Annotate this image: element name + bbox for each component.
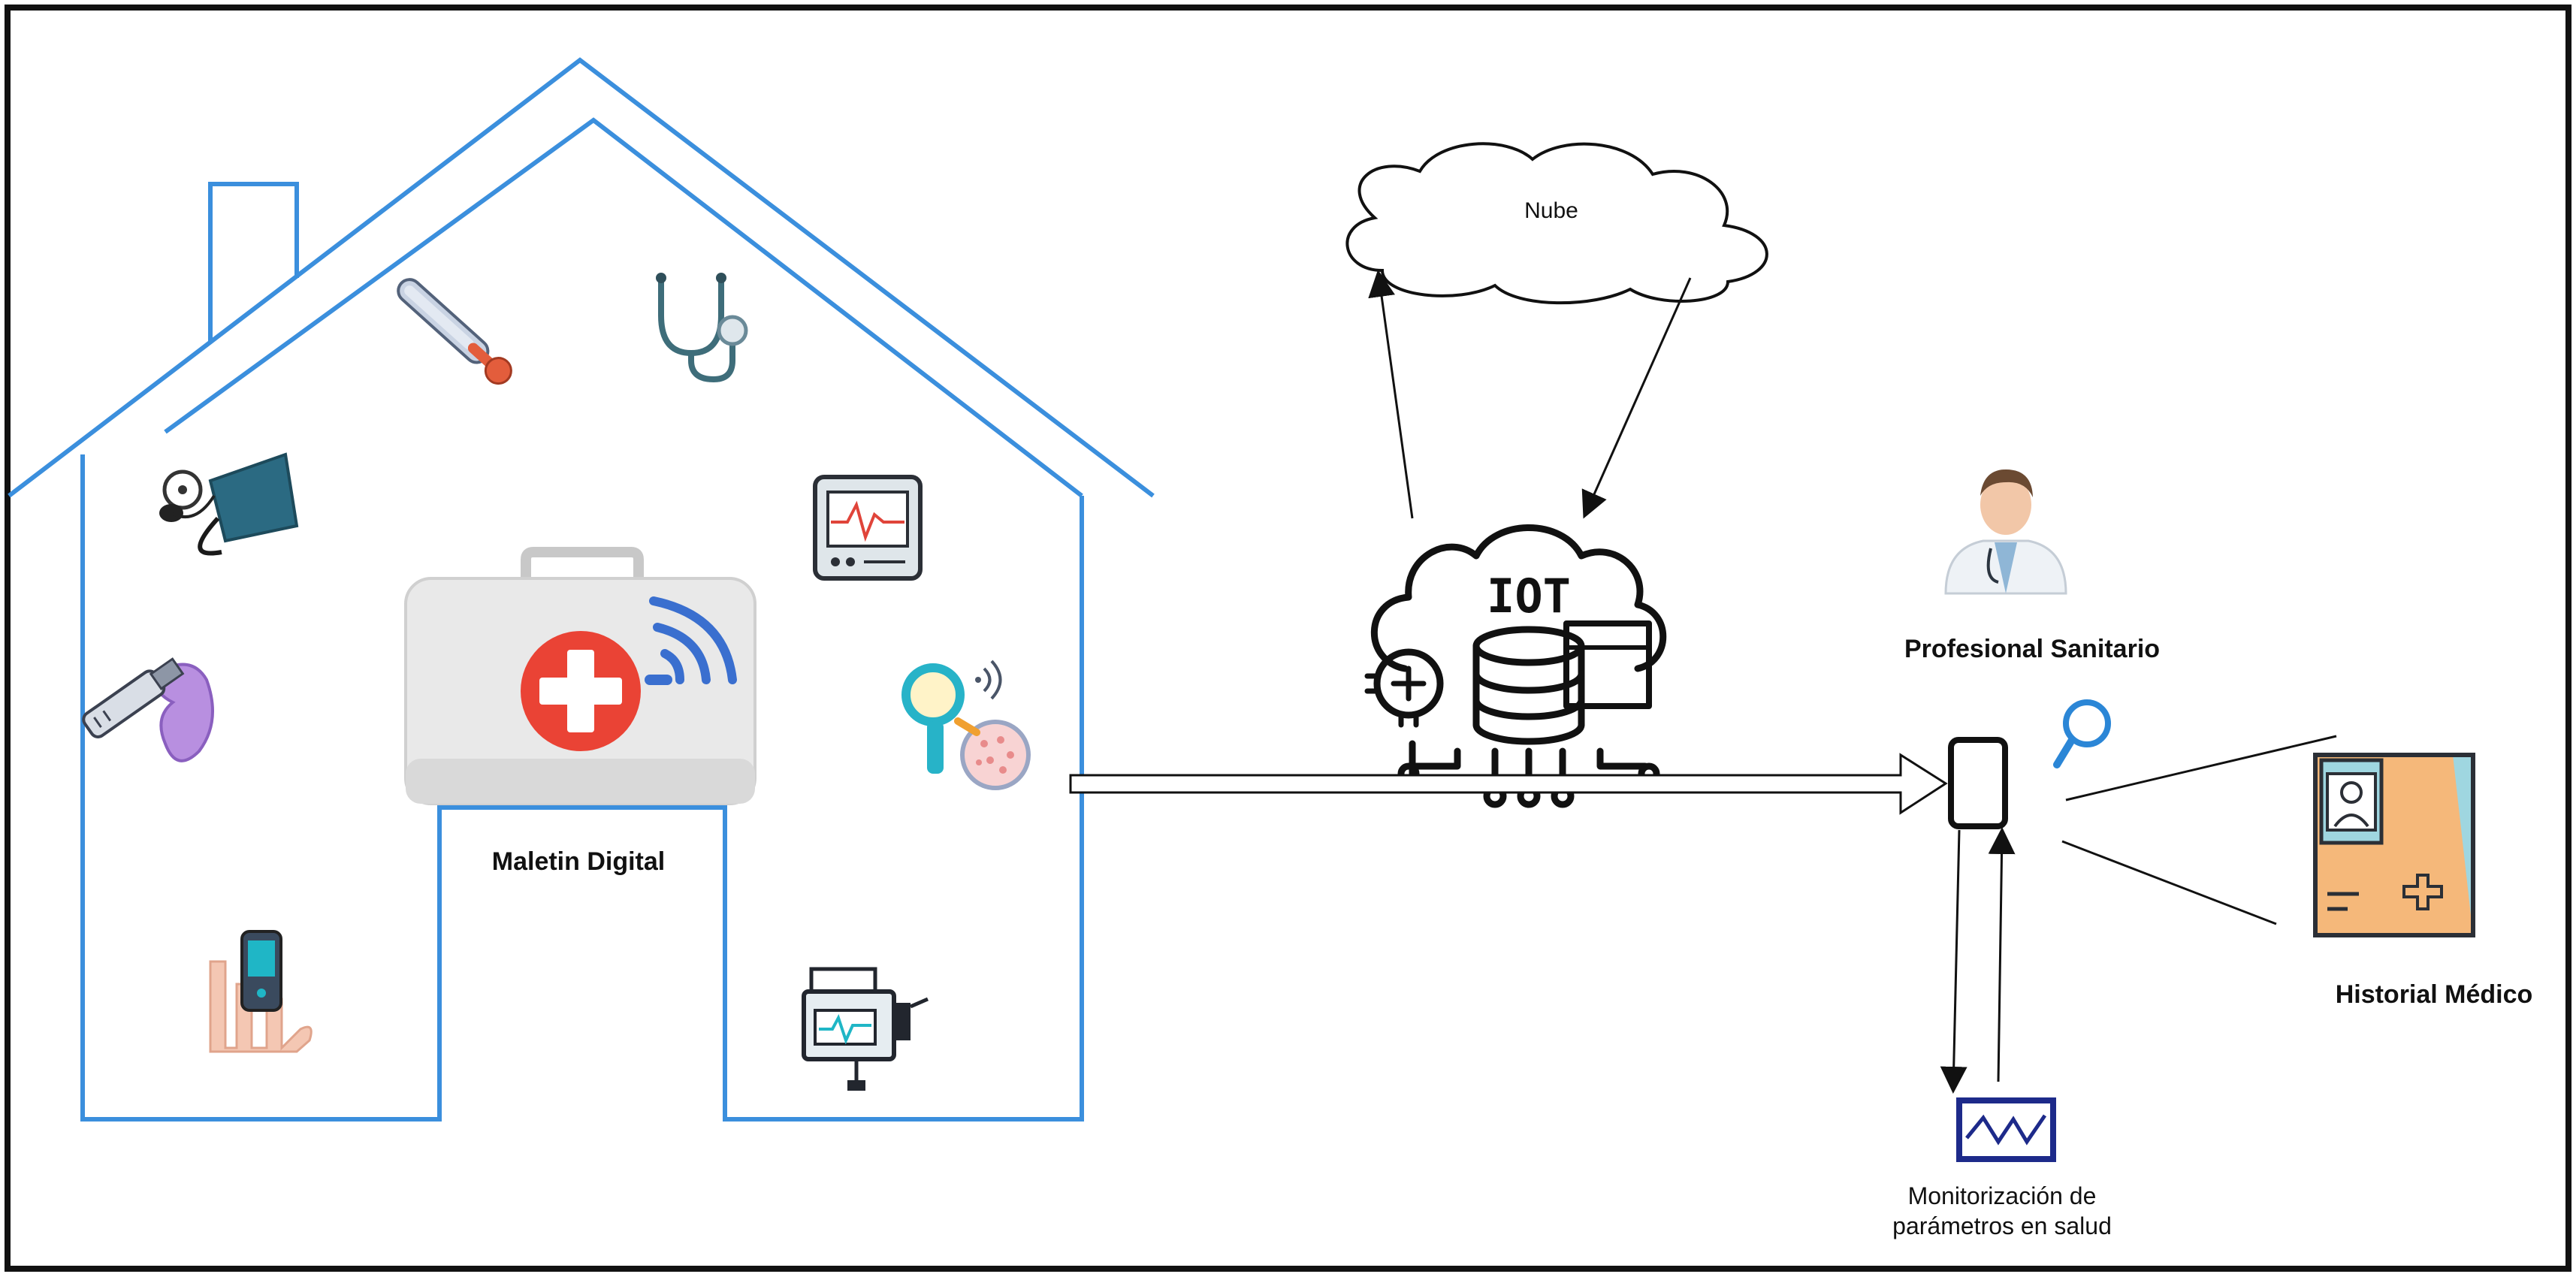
digital-case-label: Maletin Digital [492,847,665,876]
iot-label-text: IOT [1487,569,1571,623]
pulse-oximeter-icon [209,930,313,1053]
medical-record-icon [2313,753,2475,937]
phone-to-monitor-arrow [1940,829,1967,1094]
data-flow-arrow [1069,753,1948,815]
record-label-text: Historial Médico [2336,980,2533,1009]
professional-label-text: Profesional Sanitario [1904,635,2160,663]
thermometer-icon [397,278,512,385]
blood-pressure-monitor-icon [159,452,299,556]
health-monitor-icon [1956,1097,2056,1162]
house-outline [8,57,1155,1122]
monitor-to-phone-arrow [1988,827,2016,1082]
digital-case-icon [404,547,756,805]
monitoring-label-line2: parámetros en salud [1892,1212,2112,1239]
magnifier-icon [2053,699,2111,768]
stethoscope-icon [656,273,748,383]
cloud-label-text: Nube [1524,198,1578,223]
iot-to-cloud-arrow [1368,270,1414,519]
lab-test-icon [901,660,1031,790]
cloud-to-iot-arrow [1581,277,1692,519]
phone-record-line-upper [2065,735,2337,802]
cloud-shape [1345,142,1768,305]
case-label-text: Maletin Digital [492,847,665,876]
monitoring-label-line1: Monitorización de [1908,1182,2097,1209]
doctor-icon [1944,469,2067,595]
phone-record-line-lower [2061,840,2277,925]
iot-icon [1364,524,1667,808]
otoscope-icon [82,657,214,762]
diagram-frame [5,5,2571,1272]
vital-signs-monitor-icon [813,475,923,581]
smartphone-icon [1948,737,2008,829]
ecg-machine-icon [802,967,929,1091]
